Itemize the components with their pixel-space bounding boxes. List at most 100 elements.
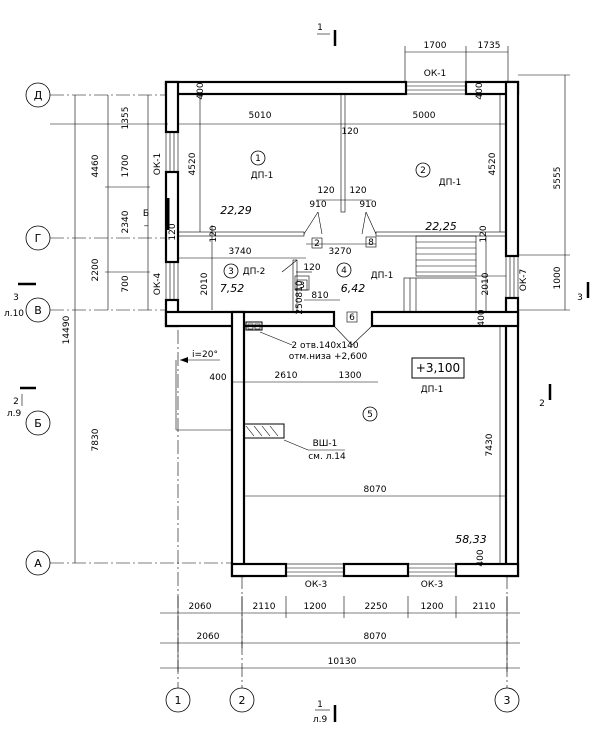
dim-2610: 2610: [275, 371, 298, 381]
section-1-bottom-num: 1: [317, 700, 323, 710]
axis-label-a: А: [34, 557, 42, 570]
wall-hall-left: [230, 310, 246, 578]
dim-bottom1-2060: 2060: [189, 602, 212, 612]
vent-shaft-box: [243, 423, 285, 439]
dim-7430: 7430: [485, 433, 495, 456]
room-5-bubble: [362, 406, 378, 422]
room-1-label: ДП-1: [251, 171, 274, 181]
doors: [281, 211, 377, 346]
room-1-area: 22,29: [220, 204, 252, 217]
dim-right-1000: 1000: [553, 266, 563, 289]
axis-label-d: Д: [34, 89, 43, 102]
vent-openings-box: [245, 321, 263, 331]
door-room-1: [303, 211, 323, 235]
dim-left-2340: 2340: [121, 210, 131, 233]
axis-bubbles: Д Г В Б А 1 2 3: [25, 82, 520, 713]
dim-2010-b: 2010: [481, 272, 491, 295]
wall-bottom-a: [230, 562, 288, 578]
partition-1-3: [177, 231, 305, 237]
level-mark-box: [411, 357, 465, 379]
door-hall: [333, 325, 373, 346]
label-ok4: ОК-4: [153, 273, 163, 296]
dim-8070-interior: 8070: [364, 485, 387, 495]
axis-bubble-g: [25, 225, 51, 251]
room-3-area: 7,52: [220, 282, 245, 295]
dim-120-b: 120: [317, 186, 334, 196]
room-4-area: 6,42: [341, 282, 366, 295]
stair-lower: [403, 277, 477, 313]
axis-label-3: 3: [504, 694, 511, 707]
section-2-left-num: 2: [13, 397, 19, 407]
dim-1300: 1300: [339, 371, 362, 381]
small-room-8-box: [365, 236, 377, 248]
dim-120-g: 120: [168, 223, 178, 240]
room-1-bubble: [250, 150, 266, 166]
door-room-2: [361, 211, 377, 235]
slope-label: i=20°: [192, 350, 218, 360]
dim-bottom1-2110-a: 2110: [253, 602, 276, 612]
dim-bottom1-1200-a: 1200: [304, 602, 327, 612]
room-4-number: 4: [341, 266, 347, 276]
dim-400-d: 400: [209, 373, 226, 383]
section-3-right-num: 3: [577, 293, 583, 303]
small-room-8-number: 8: [368, 238, 374, 248]
dim-bottom1-2250: 2250: [365, 602, 388, 612]
axis-label-2: 2: [239, 694, 246, 707]
room-3-bubble: [223, 263, 239, 279]
section-3-left-num: 3: [13, 293, 19, 303]
dim-810-b: 810: [311, 291, 328, 301]
dim-room2-width: 5000: [413, 111, 436, 121]
dim-room2-height: 4520: [488, 152, 498, 175]
axis-bubble-b: [25, 410, 51, 436]
dim-right-5555: 5555: [553, 167, 563, 190]
wall-left-top: [164, 80, 180, 134]
section-b-label: Б: [143, 209, 149, 219]
wall-mid-right: [370, 310, 520, 328]
wall-mid-left: [164, 310, 336, 328]
small-room-2-box: [311, 237, 323, 249]
wall-right-top: [504, 80, 520, 258]
wall-right-low: [504, 296, 520, 578]
dim-top-1700: 1700: [424, 41, 447, 51]
openings-note-2: отм.низа +2,600: [289, 352, 368, 362]
dim-left-4460: 4460: [91, 154, 101, 177]
room-2-bubble: [415, 162, 431, 178]
dim-910-a: 910: [309, 200, 326, 210]
dim-400-c: 400: [477, 309, 487, 326]
dim-bottom2-2060: 2060: [197, 632, 220, 642]
room-2-area: 22,25: [425, 220, 457, 233]
dim-250: 250: [295, 297, 305, 314]
dim-bottom2-8070: 8070: [364, 632, 387, 642]
dim-3740: 3740: [229, 247, 252, 257]
section-3-left-sheet: л.10: [4, 309, 24, 319]
dim-room1-height: 4520: [188, 152, 198, 175]
section-1-top-num: 1: [317, 23, 323, 33]
stair: [403, 235, 506, 313]
window-ok7: [505, 255, 519, 299]
small-room-3-number: 3: [299, 281, 305, 291]
axis-bubble-a: [25, 550, 51, 576]
door-room-3: [281, 259, 298, 273]
room-5-area: 58,33: [455, 533, 487, 546]
label-ok3-b: ОК-3: [421, 580, 443, 590]
partition-1-2: [340, 93, 346, 213]
window-ok1-left: [165, 131, 179, 173]
dim-810-a: 810: [295, 280, 305, 297]
section-b-sheet: –: [144, 221, 149, 231]
room-4-label: ДП-1: [371, 271, 394, 281]
dim-400-b: 400: [196, 82, 206, 99]
room-4-bubble: [336, 262, 352, 278]
room-3-label: ДП-2: [243, 267, 266, 277]
openings-note-1: 2 отв.140х140: [291, 341, 358, 351]
dim-left-7830: 7830: [91, 428, 101, 451]
axis-bubble-3: [494, 687, 520, 713]
window-ok3-a: [285, 563, 345, 577]
level-mark: +3,100: [416, 361, 460, 375]
axis-label-b: Б: [34, 417, 42, 430]
small-room-6-box: [346, 311, 358, 323]
dim-left-1355: 1355: [121, 107, 131, 130]
label-ok3-a: ОК-3: [305, 580, 327, 590]
room-3-number: 3: [228, 267, 234, 277]
dim-400-a: 400: [475, 82, 485, 99]
vent-shaft-ref: см. л.14: [308, 452, 346, 462]
